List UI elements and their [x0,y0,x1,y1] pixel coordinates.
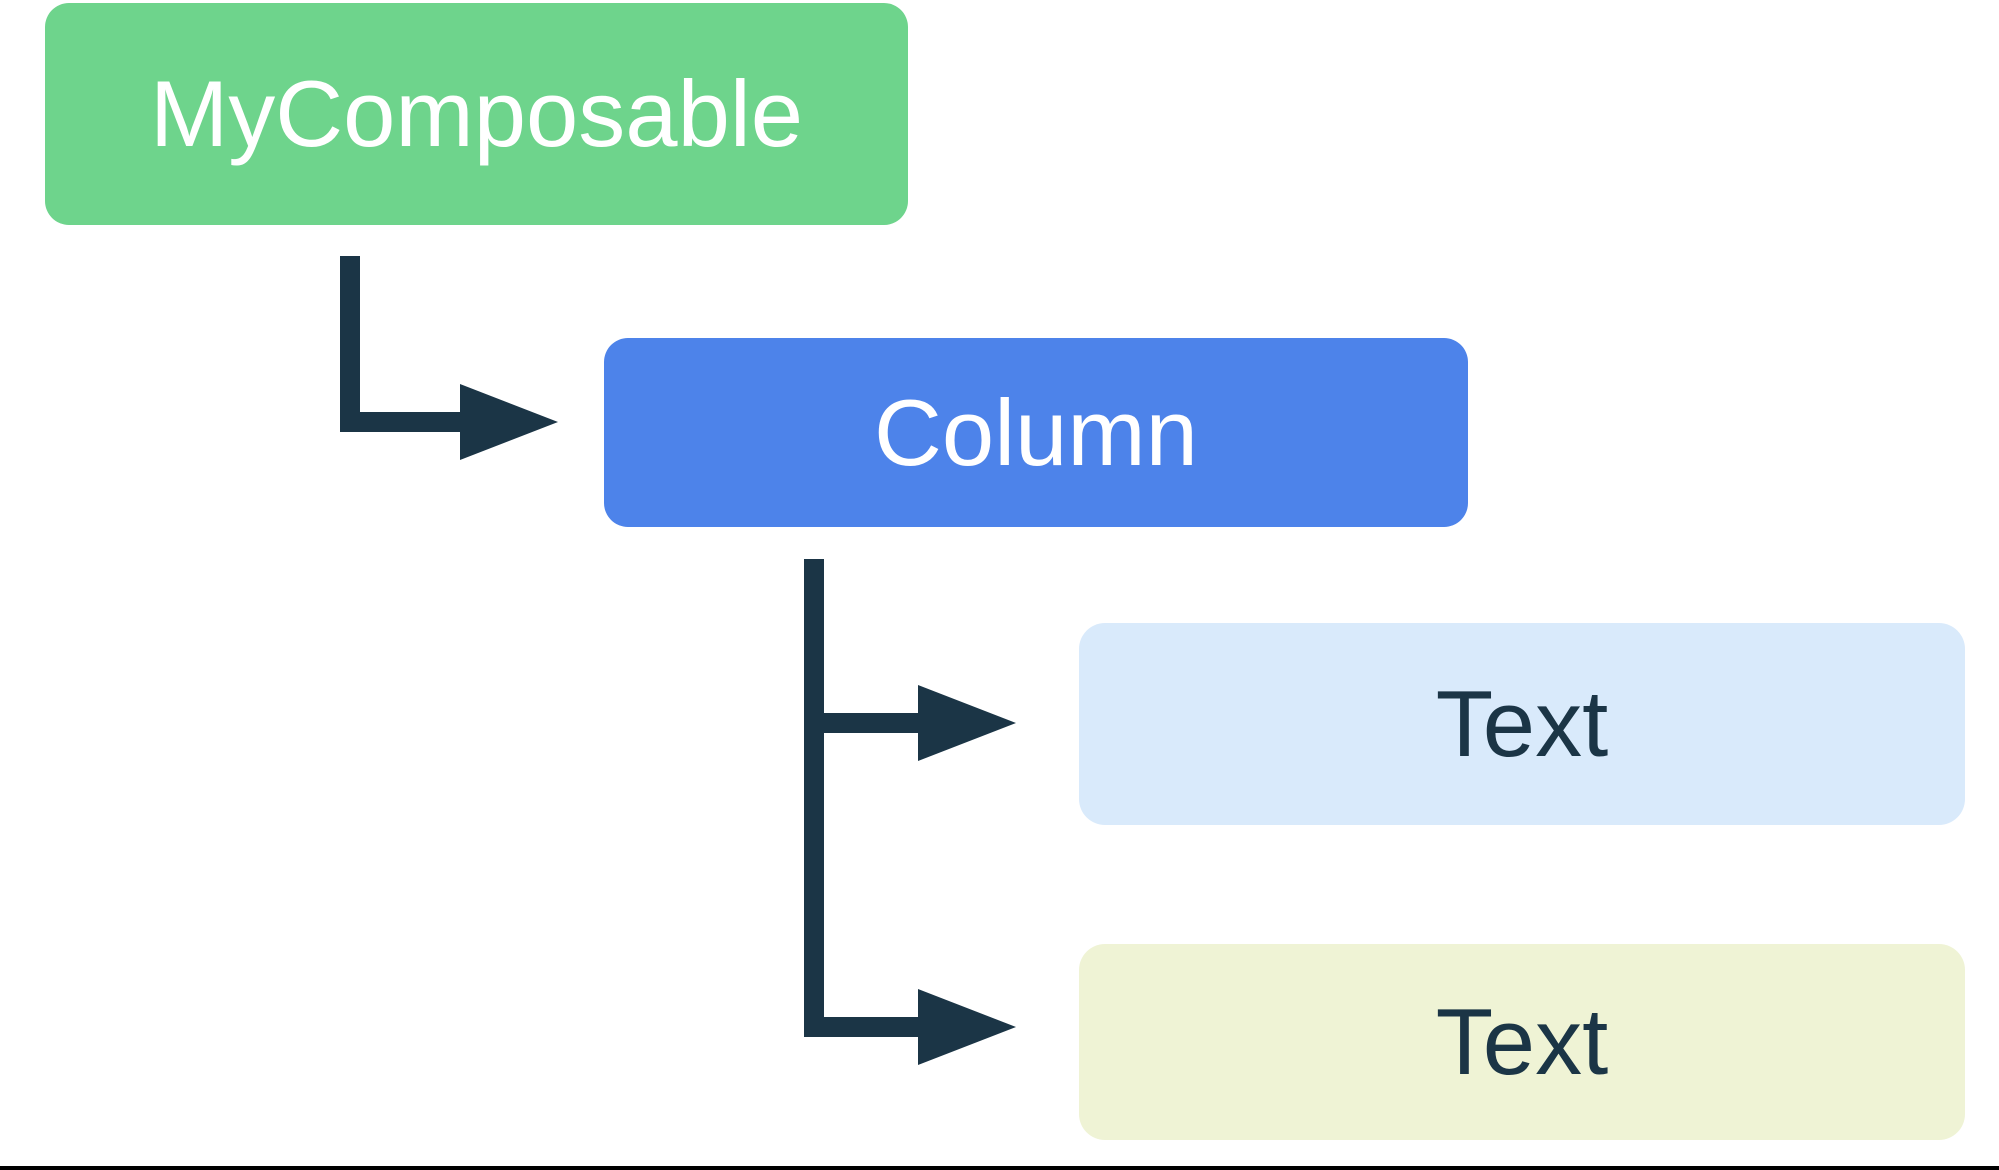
arrowhead-to-column-icon [460,384,558,460]
connector-mycomposable-to-column-horizontal-line [340,412,460,432]
node-text-2-label: Text [1435,989,1609,1094]
node-text-2: Text [1079,944,1965,1140]
arrowhead-to-text2-icon [918,989,1016,1065]
connector-column-to-text1-horizontal-line [804,713,918,733]
node-mycomposable: MyComposable [45,3,908,225]
connector-column-to-text2-horizontal-line [804,1017,918,1037]
node-column-label: Column [874,379,1198,485]
node-text-1-label: Text [1435,671,1609,776]
node-text-1: Text [1079,623,1965,825]
node-column: Column [604,338,1468,527]
bottom-edge-line [0,1166,1999,1170]
connector-column-trunk-vertical-line [804,559,824,1037]
connector-mycomposable-to-column-vertical-line [340,256,360,432]
arrowhead-to-text1-icon [918,685,1016,761]
node-mycomposable-label: MyComposable [149,61,804,166]
